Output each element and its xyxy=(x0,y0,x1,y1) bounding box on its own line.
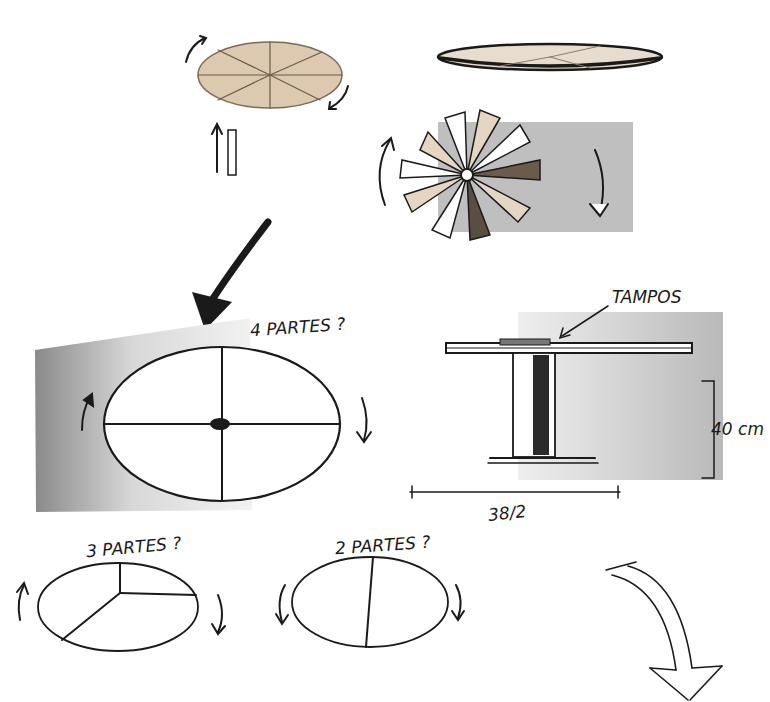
sketch-note: 4 PARTES ? xyxy=(249,315,345,340)
drawing xyxy=(17,36,723,700)
sketch-note: 3 PARTES ? xyxy=(85,534,182,561)
sketch-note: TAMPOS xyxy=(612,288,682,307)
sketch-note: 38/2 xyxy=(487,502,527,525)
sketch-note: 40 cm xyxy=(711,420,764,439)
sketch-note: 2 PARTES ? xyxy=(334,533,430,558)
